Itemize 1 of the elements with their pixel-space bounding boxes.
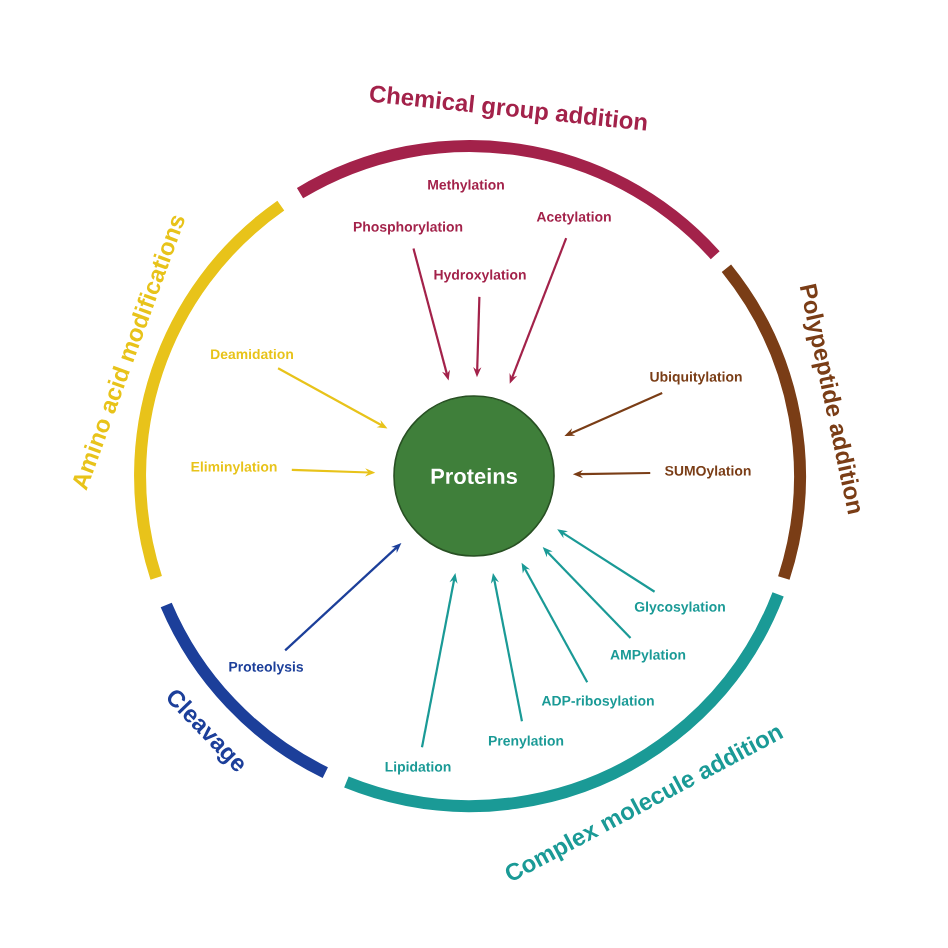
group-title: Chemical group addition [370, 85, 647, 131]
